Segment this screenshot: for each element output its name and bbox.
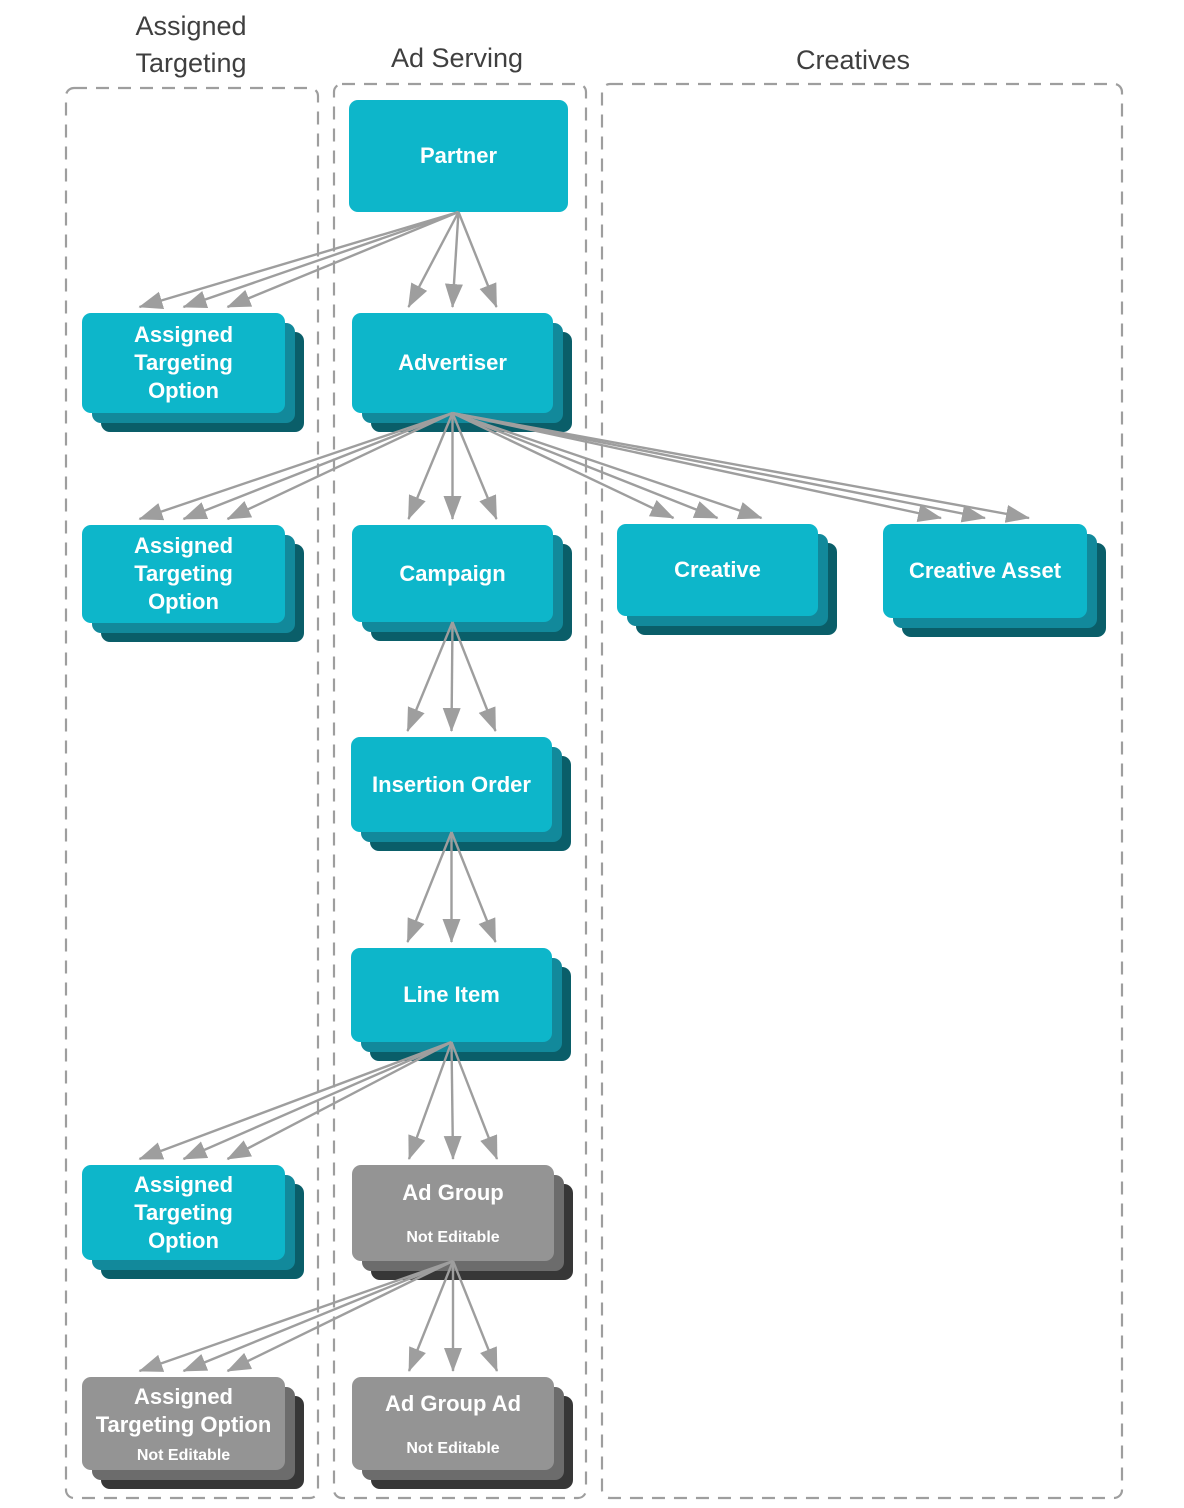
column-header-line: Ad Serving <box>390 43 524 73</box>
node-face: Campaign <box>352 525 553 622</box>
node-face: Insertion Order <box>351 737 552 832</box>
column-header-creatives: Creatives <box>693 42 1013 79</box>
node-sublabel: Not Editable <box>136 1446 231 1464</box>
node-label-line: Assigned <box>133 322 234 347</box>
node-face: Ad Group Ad Not Editable <box>352 1377 554 1470</box>
edge-partner-to-assigned-targeting-option-1 <box>138 210 459 310</box>
node-label-line: Creative <box>674 557 761 582</box>
column-header-line: Assigned <box>135 11 247 41</box>
node-label-line: Ad Group <box>402 1180 504 1205</box>
node-label: Campaign <box>399 560 505 588</box>
node-partner: Partner <box>349 100 568 212</box>
edge-partner-to-advertiser <box>407 211 460 308</box>
node-creative-asset: Creative Asset <box>883 524 1106 637</box>
node-face: Line Item <box>351 948 552 1042</box>
edge-partner-to-assigned-targeting-option-1 <box>182 210 459 309</box>
node-label-line: Partner <box>419 143 498 168</box>
node-label-line: Targeting Option <box>95 1411 272 1437</box>
node-label: Ad Group <box>402 1179 503 1207</box>
node-face: Partner <box>349 100 568 212</box>
column-frame-assigned-targeting <box>64 86 320 1500</box>
node-label-line: Creative Asset <box>908 558 1062 583</box>
node-label-line: Assigned <box>133 533 234 558</box>
edge-partner-to-advertiser <box>444 211 463 308</box>
node-label-line: Targeting <box>134 350 233 375</box>
node-label: Creative <box>674 556 761 584</box>
node-label-line: Assigned <box>133 1171 234 1197</box>
node-line-item: Line Item <box>351 948 571 1061</box>
column-header-ad-serving: Ad Serving <box>297 40 617 77</box>
node-label-line: Ad Group Ad <box>384 1390 522 1416</box>
node-face: Advertiser <box>352 313 553 413</box>
node-label-line: Advertiser <box>398 350 507 375</box>
node-insertion-order: Insertion Order <box>351 737 571 851</box>
node-label: Insertion Order <box>372 771 531 799</box>
node-label-line: Insertion Order <box>372 771 531 797</box>
node-sublabel: Not Editable <box>406 1229 500 1246</box>
node-label: Ad Group Ad <box>385 1390 521 1418</box>
node-label: Creative Asset <box>909 557 1061 585</box>
edge-partner-to-assigned-targeting-option-1 <box>226 210 459 309</box>
node-label-line: Option <box>148 378 219 403</box>
node-label: Advertiser <box>398 349 507 377</box>
node-campaign: Campaign <box>352 525 572 641</box>
node-label-line: Campaign <box>399 560 506 586</box>
node-label: Partner <box>420 142 497 170</box>
node-label-line: Targeting <box>134 1199 233 1225</box>
node-sublabel: Not Editable <box>406 1439 500 1457</box>
node-label-line: Line Item <box>403 982 500 1007</box>
node-label-line: Assigned <box>133 1383 233 1409</box>
node-label-line: Targeting <box>134 561 233 586</box>
column-frame-creatives <box>600 82 1124 1500</box>
node-ad-group-ad: Ad Group Ad Not Editable <box>352 1377 573 1489</box>
column-header-line: Targeting <box>135 48 247 78</box>
column-header-line: Creatives <box>795 45 911 75</box>
edge-partner-to-advertiser <box>457 211 498 308</box>
node-face: Creative <box>617 524 818 616</box>
node-face: Creative Asset <box>883 524 1087 618</box>
node-label: Line Item <box>403 981 500 1009</box>
node-creative: Creative <box>617 524 837 635</box>
node-label-line: Option <box>148 1227 219 1253</box>
node-advertiser: Advertiser <box>352 313 572 432</box>
node-label-line: Option <box>148 589 219 614</box>
